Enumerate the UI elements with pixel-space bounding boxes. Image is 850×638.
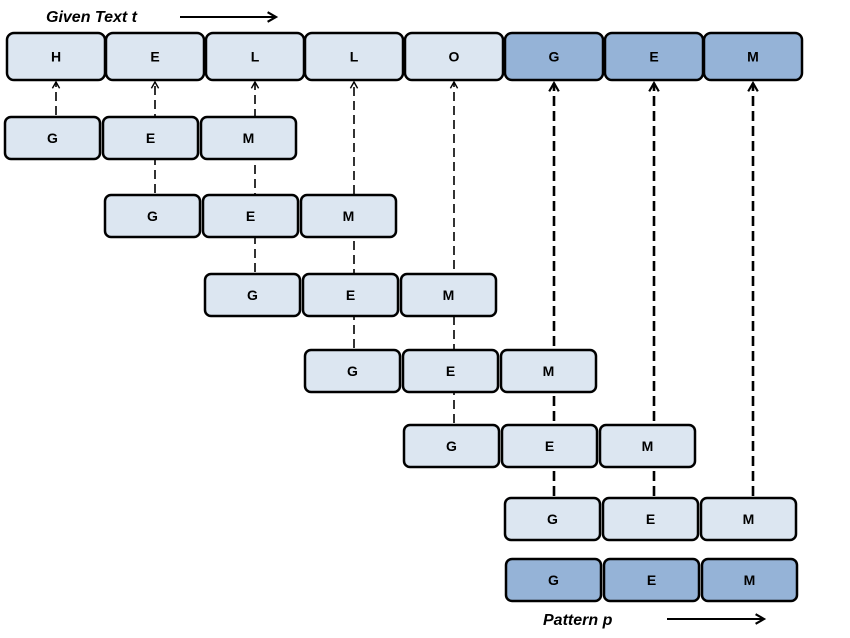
pattern-cell-box: [699, 496, 798, 542]
pattern-shift-rows: G E M G E M G E M G E M G E M G E M: [3, 115, 798, 542]
text-cell: O: [403, 31, 505, 82]
pattern-cell: E: [101, 115, 200, 161]
pattern-cell-char: M: [343, 208, 355, 224]
pattern-cell-char: E: [446, 363, 455, 379]
pattern-cell-char: E: [646, 511, 655, 527]
matched-pattern-cell: E: [602, 557, 701, 603]
pattern-cell-box: [402, 423, 501, 469]
text-cell-char: G: [549, 49, 560, 65]
pattern-cell: E: [500, 423, 599, 469]
text-cell-box: [702, 31, 804, 82]
pattern-cell-box: [601, 496, 700, 542]
pattern-cell: G: [3, 115, 102, 161]
pattern-cell-char: G: [47, 130, 58, 146]
matched-pattern-cell: G: [504, 557, 603, 603]
pattern-cell: G: [203, 272, 302, 318]
pattern-cell-box: [103, 193, 202, 239]
pattern-cell: E: [601, 496, 700, 542]
text-cell-char: H: [51, 49, 61, 65]
text-cell: H: [5, 31, 107, 82]
pattern-cell: G: [103, 193, 202, 239]
pattern-cell-char: G: [147, 208, 158, 224]
matched-pattern-cell-box: [602, 557, 701, 603]
pattern-cell-char: G: [547, 511, 558, 527]
pattern-cell: M: [699, 496, 798, 542]
text-cell-char: E: [150, 49, 159, 65]
text-caption: Given Text t: [46, 9, 138, 26]
pattern-cell-char: E: [346, 287, 355, 303]
text-cell-char: L: [350, 49, 359, 65]
matched-pattern-cell-box: [504, 557, 603, 603]
pattern-cell: E: [301, 272, 400, 318]
pattern-cell-char: G: [347, 363, 358, 379]
pattern-cell: E: [401, 348, 500, 394]
text-cell-box: [303, 31, 405, 82]
text-cell-box: [104, 31, 206, 82]
pattern-cell-char: M: [743, 511, 755, 527]
pattern-cell: M: [598, 423, 697, 469]
pattern-cell-box: [101, 115, 200, 161]
pattern-caption: Pattern p: [543, 612, 613, 629]
pattern-cell-char: M: [243, 130, 255, 146]
pattern-cell-box: [399, 272, 498, 318]
text-cell-box: [503, 31, 605, 82]
pattern-cell-char: E: [246, 208, 255, 224]
pattern-cell-box: [203, 272, 302, 318]
text-cell-char: E: [649, 49, 658, 65]
pattern-cell-box: [503, 496, 602, 542]
text-cell-char: M: [747, 49, 759, 65]
pattern-cell-box: [301, 272, 400, 318]
pattern-cell: M: [299, 193, 398, 239]
matched-pattern-cell-char: M: [744, 572, 756, 588]
pattern-cell: G: [303, 348, 402, 394]
pattern-cell-box: [598, 423, 697, 469]
text-cell: L: [303, 31, 405, 82]
pattern-cell: E: [201, 193, 300, 239]
pattern-cell: M: [399, 272, 498, 318]
text-cell: M: [702, 31, 804, 82]
text-cell: E: [603, 31, 705, 82]
text-cell: E: [104, 31, 206, 82]
pattern-cell-box: [500, 423, 599, 469]
text-cell-char: O: [449, 49, 460, 65]
pattern-cell-char: M: [642, 438, 654, 454]
pattern-cell-char: E: [146, 130, 155, 146]
text-cell: L: [204, 31, 306, 82]
pattern-cell-char: G: [247, 287, 258, 303]
text-cell: G: [503, 31, 605, 82]
pattern-cell-char: E: [545, 438, 554, 454]
matched-pattern-cell-box: [700, 557, 799, 603]
matched-pattern-cell: M: [700, 557, 799, 603]
pattern-cell-box: [499, 348, 598, 394]
pattern-cell: M: [499, 348, 598, 394]
text-cell-box: [403, 31, 505, 82]
pattern-cell-box: [3, 115, 102, 161]
pattern-cell-box: [299, 193, 398, 239]
pattern-cell-box: [199, 115, 298, 161]
pattern-cell: M: [199, 115, 298, 161]
pattern-cell-char: G: [446, 438, 457, 454]
pattern-cell-box: [401, 348, 500, 394]
matched-pattern-cell-char: G: [548, 572, 559, 588]
pattern-cell-box: [303, 348, 402, 394]
pattern-cell: G: [503, 496, 602, 542]
pattern-cell: G: [402, 423, 501, 469]
pattern-cell-char: M: [443, 287, 455, 303]
text-cell-char: L: [251, 49, 260, 65]
matched-pattern-cell-char: E: [647, 572, 656, 588]
pattern-cell-char: M: [543, 363, 555, 379]
pattern-cell-box: [201, 193, 300, 239]
